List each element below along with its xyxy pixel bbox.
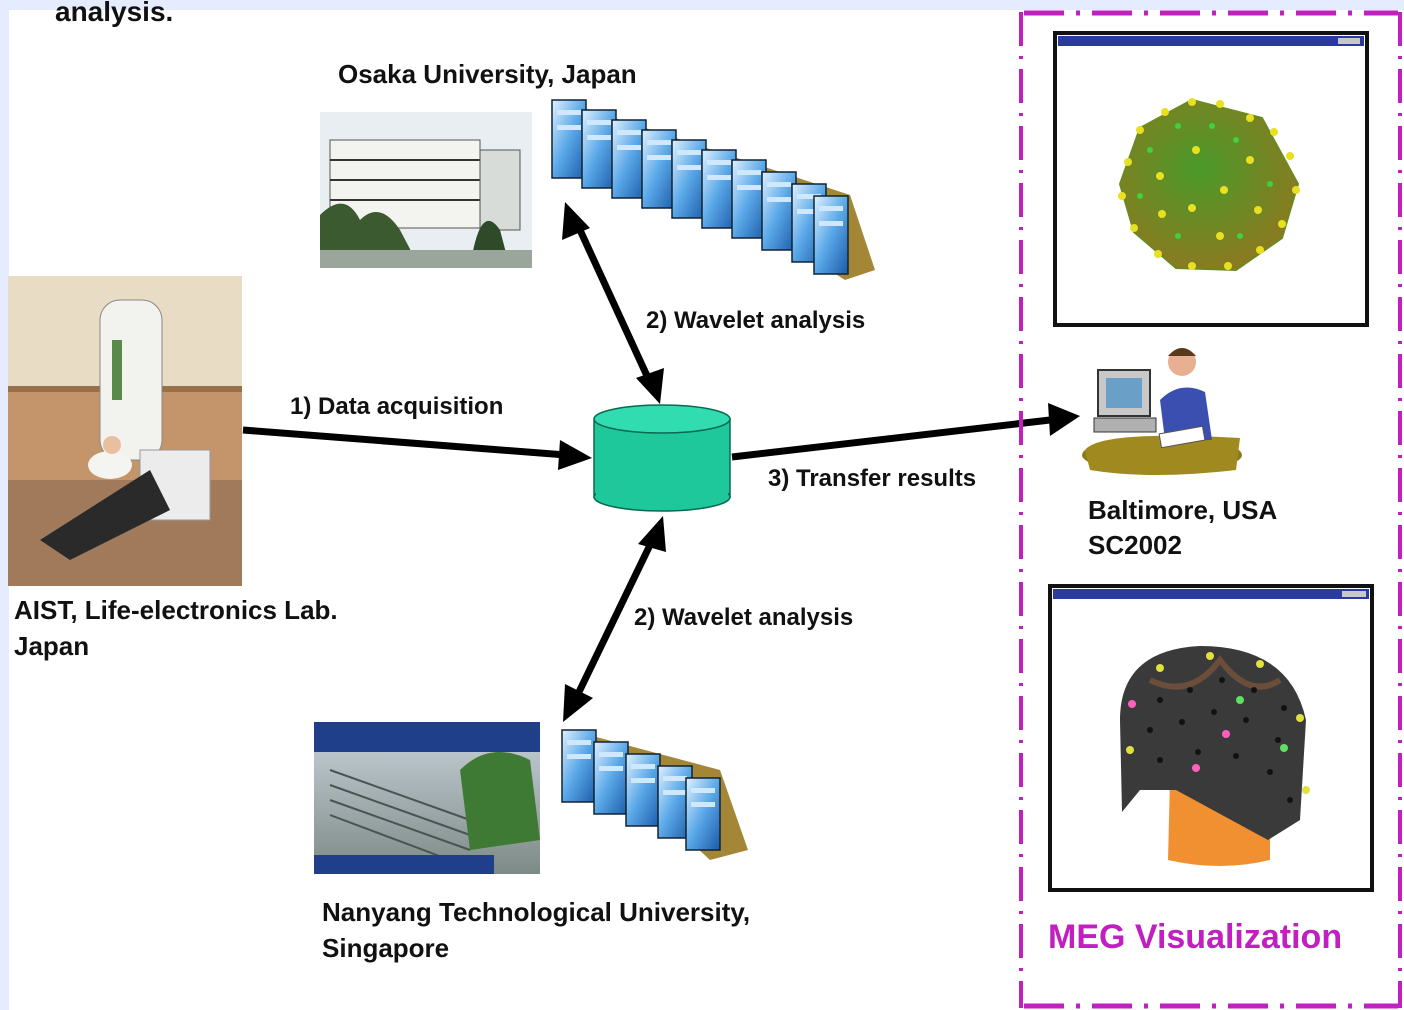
top-band <box>0 0 1404 10</box>
baltimore-label-line2: SC2002 <box>1088 530 1182 560</box>
baltimore-user-clipart <box>1082 348 1242 475</box>
arrow-wavelet-osaka <box>576 228 652 380</box>
edge-label-transfer: 3) Transfer results <box>768 465 977 492</box>
arrow-head-transfer <box>1048 403 1080 436</box>
nanyang-building-photo <box>314 722 540 874</box>
arrow-head-data-acquisition <box>558 440 592 470</box>
osaka-building-photo <box>320 112 532 268</box>
nanyang-server-cluster <box>561 729 748 860</box>
aist-label-line1: AIST, Life-electronics Lab. <box>14 595 338 625</box>
arrow-transfer <box>731 416 1051 461</box>
arrows <box>242 202 1080 722</box>
header-fragment: analysis. <box>55 0 174 27</box>
baltimore-label-line1: Baltimore, USA <box>1088 495 1278 525</box>
meg-visualization-title: MEG Visualization <box>1048 918 1343 956</box>
nanyang-label-line2: Singapore <box>322 933 450 963</box>
nanyang-label-line1: Nanyang Technological University, <box>322 897 751 927</box>
aist-label-line2: Japan <box>14 631 90 661</box>
arrow-head-osaka-top <box>562 202 590 240</box>
arrow-data-acquisition <box>242 426 567 459</box>
edge-label-wavelet-osaka: 2) Wavelet analysis <box>646 307 866 334</box>
head-model-window <box>1048 584 1374 892</box>
sensor-map-window <box>1053 31 1369 327</box>
central-database <box>593 404 731 512</box>
meg-visualization-frame <box>1019 10 1402 1009</box>
arrow-wavelet-nanyang <box>574 543 654 696</box>
left-band <box>0 0 9 1010</box>
arrow-head-osaka-bottom <box>636 368 664 404</box>
osaka-label: Osaka University, Japan <box>338 59 637 89</box>
aist-meg-photo <box>8 276 242 586</box>
osaka-server-cluster <box>551 99 875 280</box>
edge-label-wavelet-nanyang: 2) Wavelet analysis <box>634 604 854 631</box>
arrow-head-nanyang-bottom <box>563 684 593 722</box>
arrow-head-nanyang-top <box>638 516 666 552</box>
edge-label-data-acquisition: 1) Data acquisition <box>290 393 504 420</box>
